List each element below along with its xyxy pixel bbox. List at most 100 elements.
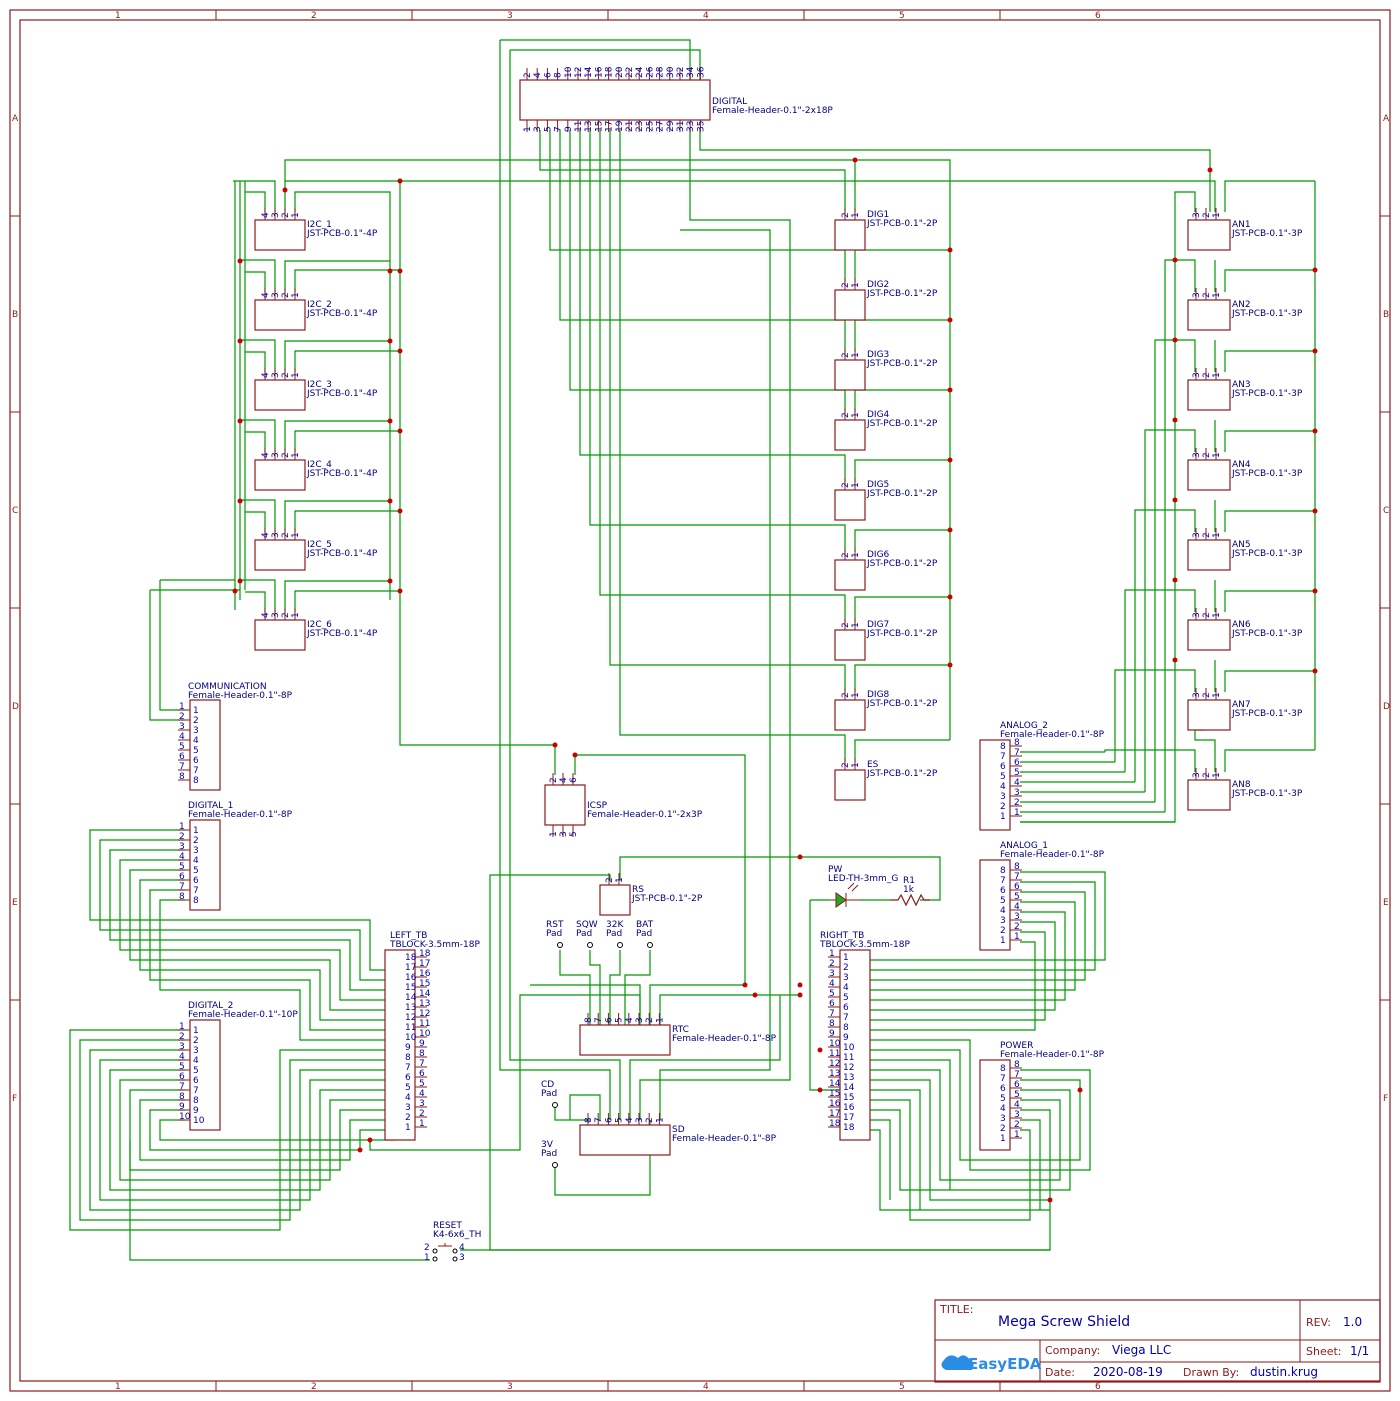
- i2c-part: JST-PCB-0.1"-4P: [306, 469, 378, 479]
- pin-number: 1: [179, 822, 185, 832]
- pin-label: 2: [193, 1036, 199, 1046]
- pad-name: RST: [546, 920, 564, 930]
- pin-number: 15: [594, 121, 604, 132]
- pin-number: 14: [419, 989, 431, 999]
- pin-number: 5: [543, 126, 553, 132]
- pin-number: 6: [543, 72, 553, 78]
- digital-header-name: DIGITAL: [712, 97, 747, 107]
- part-value: Female-Header-0.1"-2x3P: [587, 810, 703, 820]
- pin-number: 2: [841, 482, 851, 488]
- pin-label: 2: [193, 716, 199, 726]
- pin-number: 13: [419, 999, 430, 1009]
- pin-number: 7: [594, 1117, 604, 1123]
- part-name: RS: [632, 885, 644, 895]
- junction-dot: [1312, 668, 1318, 674]
- an-part: JST-PCB-0.1"-3P: [1231, 629, 1303, 639]
- pin-number: 12: [574, 67, 584, 78]
- pin-label: 8: [193, 776, 199, 786]
- junction-dot: [742, 982, 748, 988]
- pin-number: 13: [584, 121, 594, 132]
- pin-number: 3: [559, 831, 569, 837]
- pin-number: 1: [655, 1117, 665, 1123]
- pin-number: 26: [645, 66, 655, 78]
- pin-number: 3: [179, 722, 185, 732]
- pin-label: 6: [1000, 886, 1006, 896]
- i2c-name: I2C_6: [307, 620, 332, 630]
- i2c-part: JST-PCB-0.1"-4P: [306, 309, 378, 319]
- pin-label: 4: [193, 856, 199, 866]
- pin-number: 22: [625, 67, 635, 78]
- pin-number: 1: [179, 1022, 185, 1032]
- dig-part: JST-PCB-0.1"-2P: [866, 419, 938, 429]
- an-name: AN1: [1232, 220, 1251, 230]
- part-value: TBLOCK-3.5mm-18P: [389, 940, 480, 950]
- pin-number: 5: [179, 862, 185, 872]
- pin-number: 6: [179, 752, 185, 762]
- pin-number: 5: [419, 1079, 425, 1089]
- pin-label: 7: [843, 1013, 849, 1023]
- pin-number: 11: [574, 121, 584, 132]
- pin-number: 2: [281, 292, 291, 298]
- pin-number: 1: [291, 452, 301, 458]
- pad-name: 3V: [541, 1140, 554, 1150]
- zone-row-left: A: [12, 114, 19, 124]
- date-label: Date:: [1045, 1366, 1075, 1379]
- pin-number: 33: [686, 121, 696, 132]
- title-block: TITLE: Mega Screw Shield REV: 1.0 Compan…: [934, 1299, 1381, 1383]
- pin-label: 1: [1000, 1134, 1006, 1144]
- junction-dot: [1207, 167, 1213, 173]
- pin-number: 10: [564, 66, 574, 78]
- pin-number: 4: [1014, 902, 1020, 912]
- pin-label: 4: [843, 983, 849, 993]
- part-value: Female-Header-0.1"-8P: [1000, 730, 1105, 740]
- dig-name: DIG8: [867, 690, 890, 700]
- zone-row-left: C: [12, 506, 18, 516]
- an-part: JST-PCB-0.1"-3P: [1231, 309, 1303, 319]
- pin-number: 16: [594, 66, 604, 78]
- pin-number: 1: [1212, 612, 1222, 618]
- pin-label: 7: [193, 766, 199, 776]
- pin-label: 6: [405, 1073, 411, 1083]
- pin-label: 12: [405, 1013, 416, 1023]
- junction-dot: [752, 992, 758, 998]
- pin-number: 2: [1202, 772, 1212, 778]
- pin-number: 3: [271, 452, 281, 458]
- digital-header-part: Female-Header-0.1"-2x18P: [712, 106, 833, 116]
- rev-label: REV:: [1306, 1316, 1331, 1329]
- pin-number: 10: [419, 1029, 431, 1039]
- dig-name: DIG5: [867, 480, 889, 490]
- junction-dots: [232, 157, 1318, 1203]
- pin-number: 2: [841, 282, 851, 288]
- junction-dot: [947, 247, 953, 253]
- junction-dot: [947, 662, 953, 668]
- part-value: TBLOCK-3.5mm-18P: [819, 940, 910, 950]
- pin-number: 4: [261, 612, 271, 618]
- pin-number: 5: [1014, 768, 1020, 778]
- pin-number: 21: [625, 121, 635, 132]
- pin-label: 2: [193, 836, 199, 846]
- junction-dot: [1312, 348, 1318, 354]
- pin-number: 1: [291, 612, 301, 618]
- reset-name: RESET: [433, 1221, 462, 1231]
- pin-label: 5: [1000, 772, 1006, 782]
- pin-number: 8: [179, 772, 185, 782]
- pin-number: 3: [1014, 1110, 1020, 1120]
- pin-number: 8: [584, 1017, 594, 1023]
- logo-text: EasyEDA: [968, 1355, 1042, 1373]
- zone-row-right: B: [1383, 310, 1389, 320]
- pin-number: 3: [1192, 212, 1202, 218]
- pin-number: 17: [605, 121, 615, 132]
- pin-label: 5: [843, 993, 849, 1003]
- pin-number: 1: [851, 282, 861, 288]
- pin-number: 7: [1014, 748, 1020, 758]
- pin-label: 1: [843, 953, 849, 963]
- pin-label: 8: [1000, 1064, 1006, 1074]
- junction-dot: [552, 742, 558, 748]
- pin-number: 1: [523, 126, 533, 132]
- pin-number: 2: [179, 1032, 185, 1042]
